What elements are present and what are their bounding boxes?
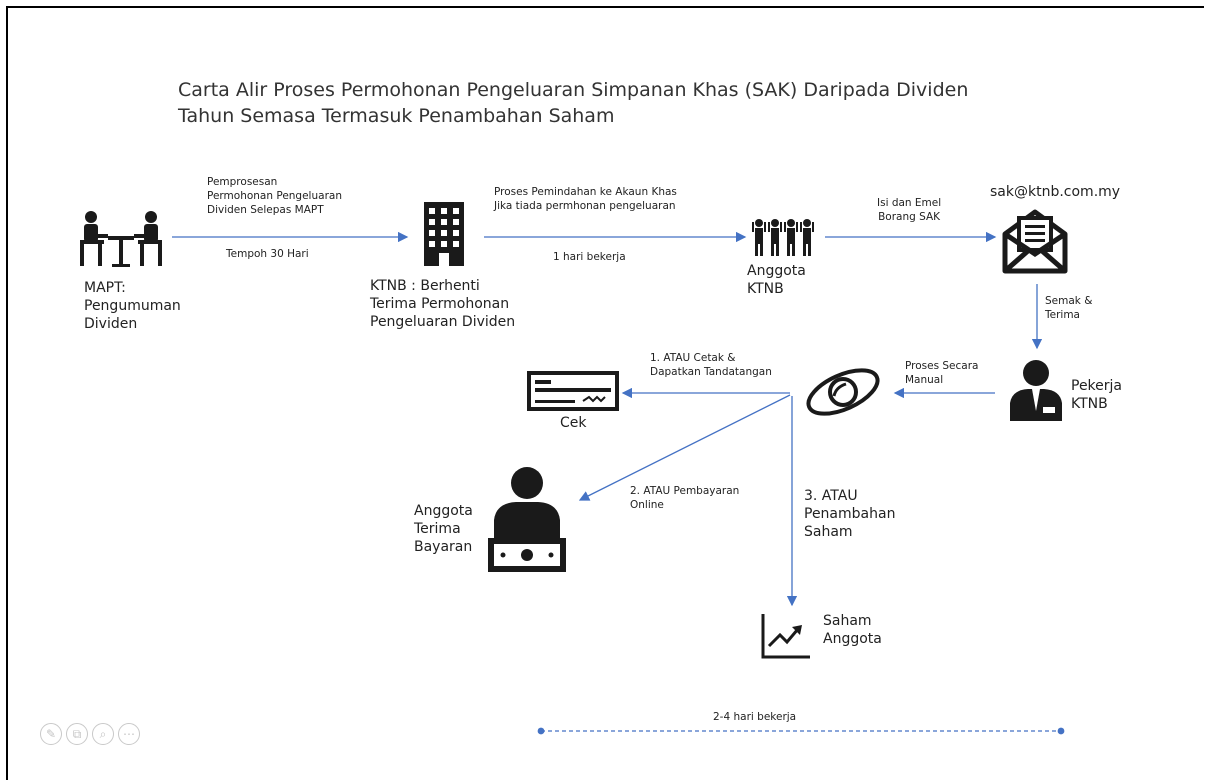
edge-label-mapt-bottom: Tempoh 30 Hari — [226, 248, 309, 260]
email-envelope-icon — [1002, 209, 1068, 274]
node-terima: Anggota Terima Bayaran — [414, 503, 473, 555]
node-email: sak@ktnb.com.my — [990, 184, 1121, 200]
edge-label-mapt-top: Pemprosesan Permohonan Pengeluaran Divid… — [207, 176, 342, 216]
slide-frame — [6, 6, 1204, 780]
timeline-label: 2-4 hari bekerja — [713, 711, 797, 723]
arrow-process-terima — [578, 394, 791, 501]
zoom-icon[interactable]: ⌕ — [92, 723, 114, 745]
payment-receiver-icon — [488, 467, 566, 572]
edge-label-semak: Semak & Terima — [1045, 295, 1093, 321]
growth-chart-icon — [761, 614, 810, 659]
node-cek: Cek — [560, 415, 587, 431]
slide-toolbar: ✎ ⧉ ⌕ ⋯ — [40, 723, 140, 745]
edge-label-option2: 2. ATAU Pembayaran Online — [630, 485, 740, 511]
more-icon[interactable]: ⋯ — [118, 723, 140, 745]
edge-label-option1: 1. ATAU Cetak & Dapatkan Tandatangan — [650, 352, 772, 378]
meeting-icon — [80, 211, 162, 267]
diagram-title: Carta Alir Proses Permohonan Pengeluaran… — [178, 79, 969, 127]
edge-label-manual: Proses Secara Manual — [905, 360, 979, 386]
crowd-icon — [752, 219, 814, 256]
edge-label-anggota-top: Isi dan Emel Borang SAK — [877, 197, 942, 223]
edge-label-ktnb-bottom: 1 hari bekerja — [553, 251, 626, 263]
node-anggota: Anggota KTNB — [747, 263, 806, 297]
cheque-icon — [527, 371, 619, 411]
edge-label-option3: 3. ATAU Penambahan Saham — [804, 488, 896, 540]
worker-icon — [1010, 360, 1062, 421]
edge-label-ktnb-top: Proses Pemindahan ke Akaun Khas Jika tia… — [494, 186, 677, 212]
pen-icon[interactable]: ✎ — [40, 723, 62, 745]
copy-icon[interactable]: ⧉ — [66, 723, 88, 745]
node-saham: Saham Anggota — [823, 613, 882, 647]
node-pekerja: Pekerja KTNB — [1071, 378, 1123, 412]
building-icon — [424, 202, 464, 266]
orbit-icon — [806, 368, 880, 416]
node-ktnb: KTNB : Berhenti Terima Permohonan Pengel… — [370, 278, 516, 330]
node-mapt: MAPT: Pengumuman Dividen — [84, 280, 181, 332]
